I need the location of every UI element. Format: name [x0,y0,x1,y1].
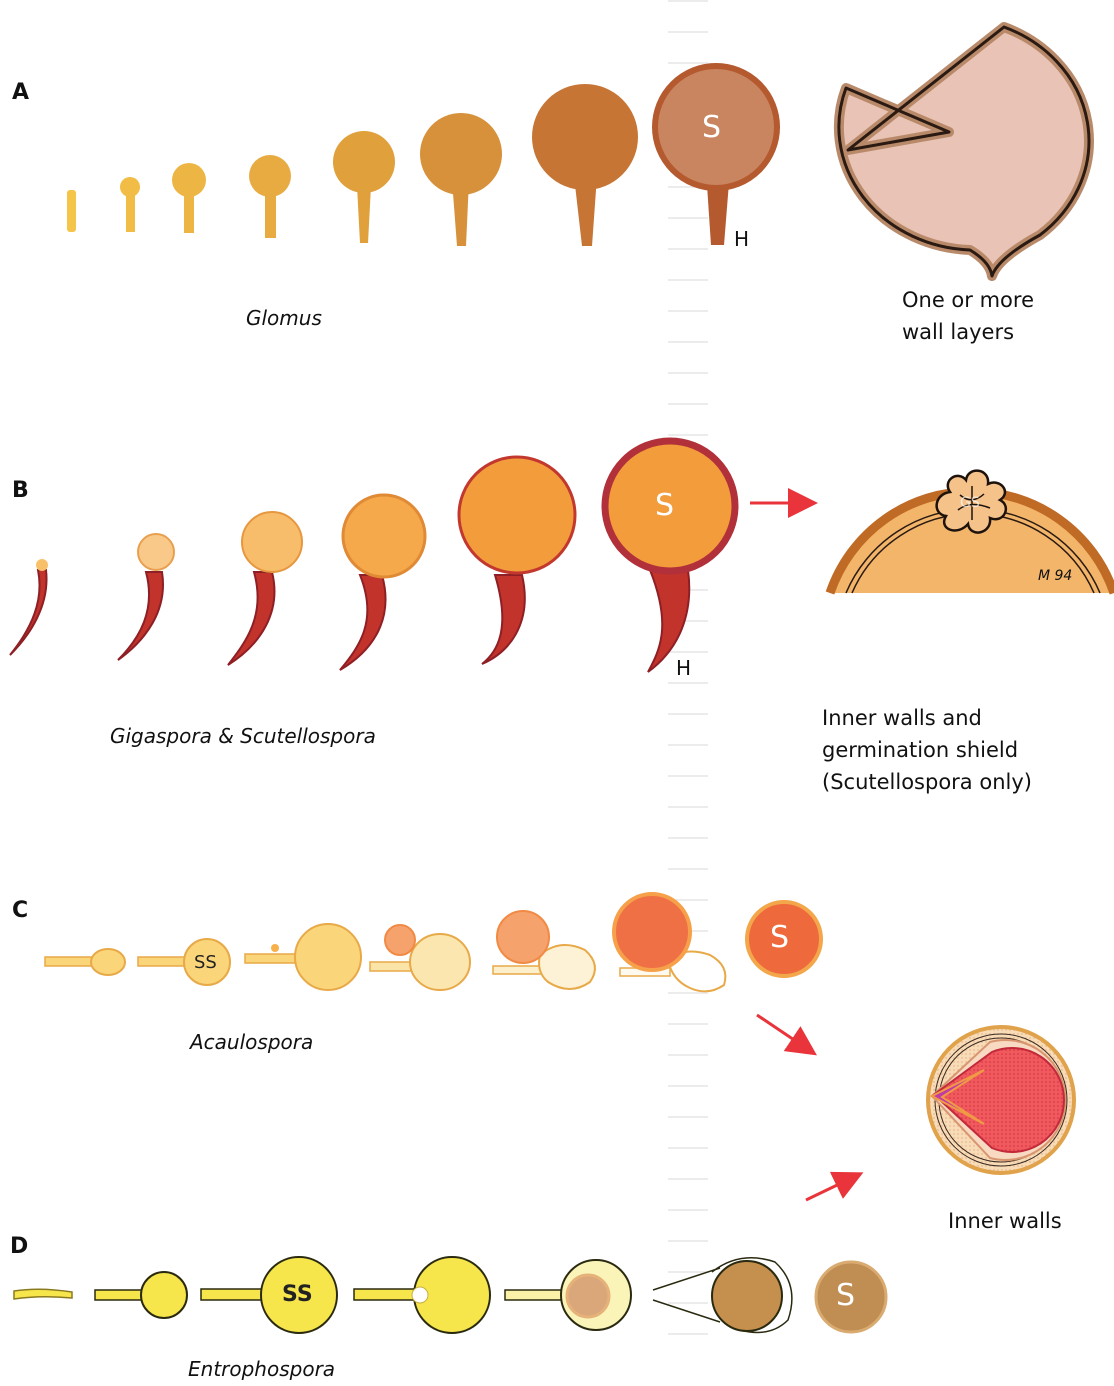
spore-label-a: S [702,110,721,145]
panel-letter-d: D [10,1234,28,1259]
detail-caption-a-line1: One or more [902,284,1034,316]
spore-label-b: S [655,488,674,523]
spore-c-stage-4 [385,925,415,955]
shared-detail-inner-walls [928,1027,1074,1173]
spore-stage-4 [249,155,291,197]
panel-c-sequence [45,894,821,991]
genus-label-gigaspora-scutellospora: Gigaspora & Scutellospora [110,724,376,748]
spore-label-d: S [836,1278,855,1313]
detail-caption-b-line3: (Scutellospora only) [822,766,1032,798]
spore-b-stage-3 [242,512,302,572]
arrow-c-to-detail [757,1015,812,1052]
bulbous-hypha-stage-4 [340,575,386,670]
hypha-label-b: H [676,656,691,680]
hypha-c-stage-5 [493,966,543,974]
bulbous-hypha-stage-5 [482,575,525,664]
spore-stage-2 [120,177,140,197]
hypha-d-stage-4 [354,1289,416,1300]
panel-a-sequence [67,66,777,246]
hypha-d-stage-5 [505,1290,565,1300]
panel-letter-b: B [12,478,29,503]
genus-label-entrophospora: Entrophospora [188,1357,335,1381]
hypha-label-a: H [734,227,749,251]
panel-letter-a: A [12,80,29,105]
spore-stage-3 [172,163,206,197]
panel-b-sequence [10,441,735,672]
spore-d-stage-5 [567,1275,609,1317]
hypha-stage-1 [67,190,76,232]
saccule-c-stage-3 [295,924,361,990]
saccule-c-stage-5 [539,945,595,989]
spore-c-stage-5 [497,911,549,963]
detail-caption-b-line2: germination shield [822,734,1018,766]
spore-b-stage-4 [343,495,425,577]
artist-signature: M 94 [1038,568,1072,584]
shared-detail-caption: Inner walls [948,1205,1062,1237]
spore-d-stage-6 [712,1261,782,1331]
hypha-d-stage-1 [14,1289,72,1299]
spore-b-stage-1 [36,559,48,571]
spore-b-stage-5 [459,457,575,573]
hypha-d-stage-6 [653,1268,720,1322]
spore-stage-7 [532,84,638,190]
hypha-c-stage-3 [245,954,300,963]
saccule-label-c: SS [194,952,217,973]
germination-shield-label: GS [960,495,980,511]
hypha-c-stage-2 [138,957,188,966]
detail-caption-a-line2: wall layers [902,316,1014,348]
hypha-stage-5 [357,186,371,243]
arrow-d-to-detail [806,1175,858,1200]
spore-label-c: S [770,920,789,955]
spore-stage-6 [420,113,502,195]
hypha-stage-4 [265,190,276,238]
panel-a-detail-wall [839,27,1089,276]
bulbous-hypha-stage-2 [118,572,163,660]
saccule-c-stage-4 [410,934,470,990]
hypha-d-stage-3 [201,1289,263,1300]
spore-initial-d-stage-4 [412,1287,428,1303]
spore-b-stage-2 [138,534,174,570]
saccule-c-stage-1 [91,949,125,975]
spore-initial-c-stage-3 [271,944,279,952]
saccule-d-stage-2 [141,1272,187,1318]
bulbous-hypha-stage-3 [228,572,274,665]
genus-label-acaulospora: Acaulospora [190,1030,313,1054]
genus-label-glomus: Glomus [246,306,322,330]
detail-caption-b-line1: Inner walls and [822,702,982,734]
spore-c-stage-6 [614,894,690,970]
saccule-label-d: SS [282,1282,313,1307]
bulbous-hypha-stage-1 [10,570,47,655]
panel-d-sequence [14,1257,886,1333]
spore-stage-5 [333,131,395,193]
panel-letter-c: C [12,898,28,923]
